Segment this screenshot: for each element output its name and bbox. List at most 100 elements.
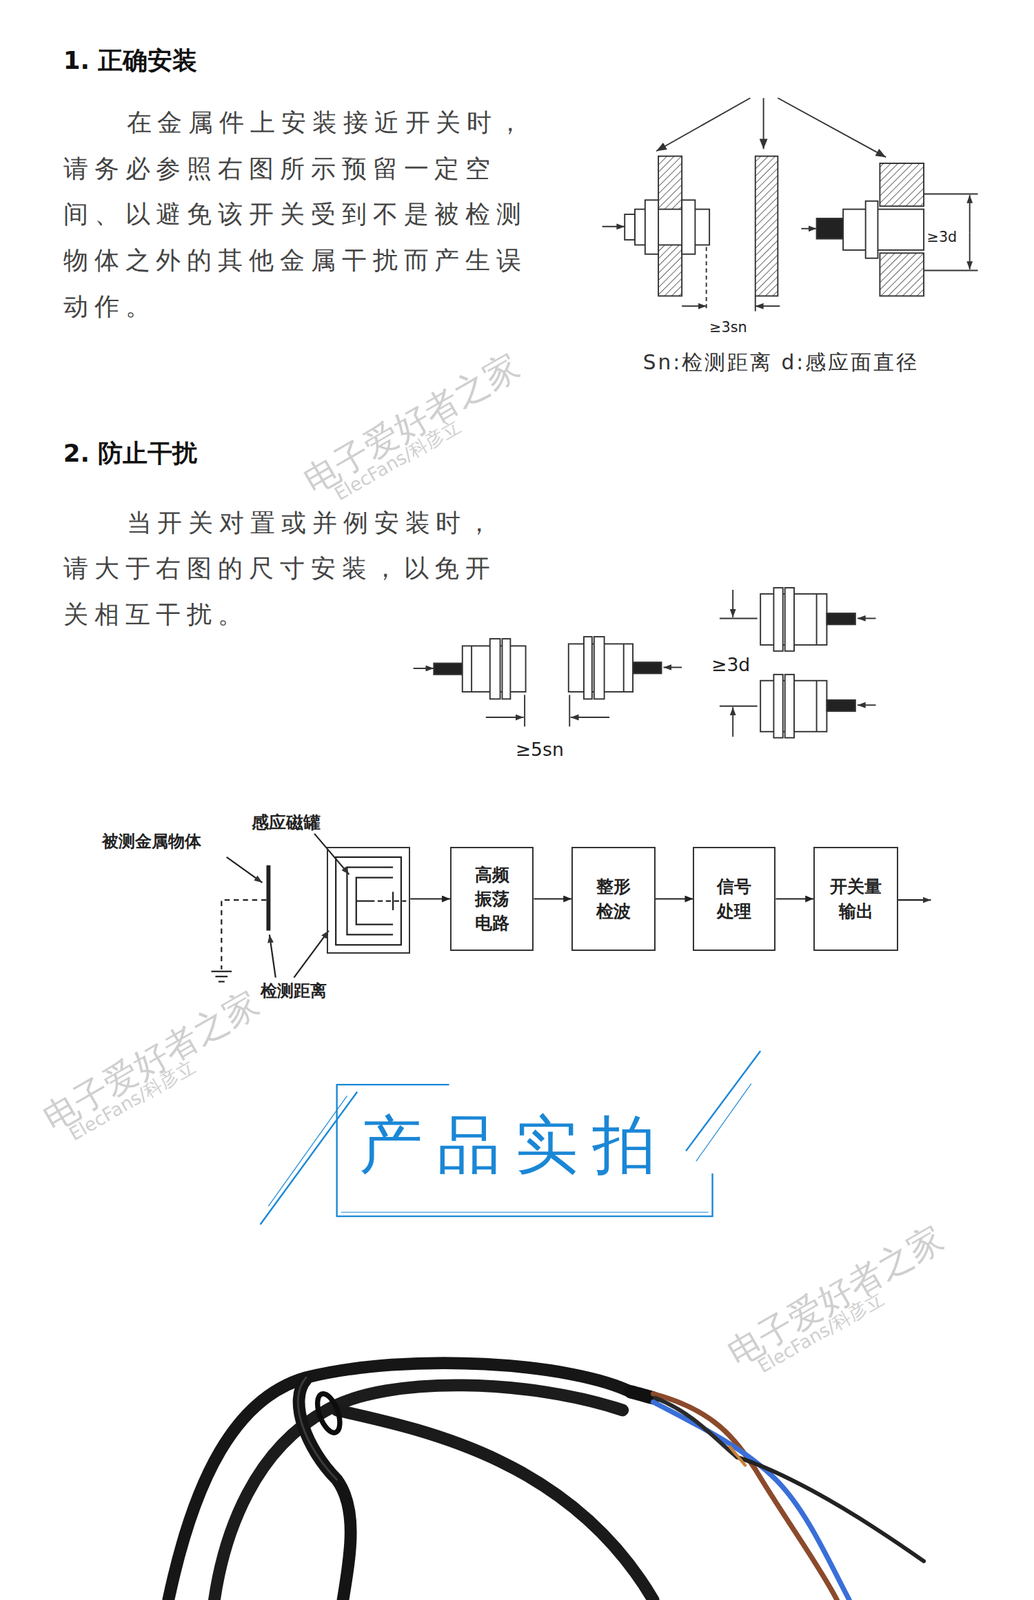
illustration-polyline <box>337 1085 713 1217</box>
box-text: 高频振荡电路 <box>473 863 511 937</box>
illustration-rect <box>826 700 855 712</box>
illustration-line <box>623 643 625 693</box>
flow-arrow <box>775 898 814 901</box>
dimension-label: ≥5sn <box>515 738 564 762</box>
illustration-line <box>681 305 707 307</box>
illustration-line <box>523 694 526 727</box>
illustration-line <box>356 900 370 902</box>
dimension-label: ≥3sn <box>709 319 747 337</box>
illustration-rect <box>583 636 593 699</box>
illustration-rect <box>490 639 501 699</box>
illustration-line <box>857 617 877 620</box>
illustration-path <box>653 1402 850 1600</box>
illustration-line <box>923 270 978 272</box>
box-text: 整形检波 <box>594 874 632 924</box>
illustration-line <box>568 694 571 727</box>
illustration-rect <box>624 214 635 240</box>
illustration-line <box>211 971 233 973</box>
illustration-rect <box>816 218 844 240</box>
illustration-ellipse <box>312 1391 344 1437</box>
install-figure <box>602 97 979 311</box>
illustration-line <box>816 681 818 733</box>
section-heading: 2. 防止干扰 <box>63 439 198 469</box>
illustration-rect <box>879 252 924 296</box>
illustration-rect <box>879 163 924 207</box>
spacing-figure <box>413 588 877 739</box>
illustration-rect <box>843 209 924 251</box>
illustration-path <box>630 1392 654 1399</box>
illustration-line <box>268 1096 347 1207</box>
flow-arrow <box>410 898 451 901</box>
illustration-line <box>215 976 228 978</box>
illustration-line <box>602 226 626 228</box>
box-text: 信号处理 <box>716 874 753 924</box>
process-box: 开关量输出 <box>813 847 899 952</box>
callout-label: 被测金属物体 <box>102 832 202 852</box>
box-text: 开关量输出 <box>829 874 884 924</box>
illustration-rect <box>632 662 662 674</box>
illustration-line <box>685 1051 761 1152</box>
process-box: 整形检波 <box>571 847 655 952</box>
illustration-line <box>470 645 473 693</box>
illustration-polyline <box>221 900 267 970</box>
legend-caption: Sn:检测距离 d:感应面直径 <box>643 350 919 376</box>
illustration-rect <box>826 613 855 625</box>
body-paragraph: 在金属件上安装接近开关时，请务必参照右图所示预留一定空间、以避免该开关受到不是被… <box>63 99 544 330</box>
illustration-rect <box>433 663 462 675</box>
illustration-path <box>736 1457 924 1563</box>
illustration-line <box>218 980 225 983</box>
illustration-line <box>413 667 435 670</box>
illustration-path <box>653 1394 838 1600</box>
illustration-line <box>269 934 276 978</box>
illustration-rect <box>681 199 695 254</box>
illustration-line <box>816 594 818 646</box>
illustration-line <box>266 865 271 932</box>
banner-title: 产品实拍 <box>359 1107 671 1184</box>
illustration-line <box>923 193 978 195</box>
illustration-rect <box>773 674 783 739</box>
illustration-line <box>314 834 349 875</box>
illustration-line <box>663 667 682 669</box>
illustration-line <box>719 705 758 708</box>
watermark: 电子爱好者之家 <box>720 1218 950 1375</box>
watermark: 电子爱好者之家 <box>36 983 267 1141</box>
illustration-line <box>392 891 394 911</box>
illustration-line <box>341 1212 709 1214</box>
cable-photo <box>168 1363 924 1600</box>
illustration-line <box>570 716 610 719</box>
illustration-rect <box>865 201 879 259</box>
illustration-line <box>226 857 263 884</box>
illustration-line <box>857 704 877 706</box>
illustration-line <box>777 97 886 158</box>
sensing-figure <box>211 834 932 983</box>
illustration-line <box>260 1091 358 1225</box>
flow-arrow <box>533 898 572 901</box>
illustration-line <box>969 232 971 270</box>
flow-arrow <box>655 898 694 901</box>
illustration-rect <box>755 156 779 297</box>
dimension-label: ≥3d <box>711 654 750 677</box>
illustration-line <box>801 228 817 230</box>
illustration-line <box>969 195 971 233</box>
callout-label: 检测距离 <box>260 981 327 1001</box>
illustration-path <box>655 1398 737 1458</box>
illustration-line <box>485 716 524 719</box>
illustration-rect <box>785 674 795 739</box>
illustration-line <box>732 590 734 618</box>
watermark: 电子爱好者之家 <box>296 345 526 502</box>
illustration-rect <box>594 636 605 699</box>
process-box: 信号处理 <box>692 847 776 952</box>
illustration-line <box>898 899 931 901</box>
illustration-line <box>754 296 757 312</box>
dimension-label: ≥3d <box>927 228 958 247</box>
illustration-rect <box>645 199 659 254</box>
illustration-line <box>656 97 750 151</box>
illustration-path <box>337 1410 654 1600</box>
illustration-path <box>730 1447 746 1467</box>
process-box: 感应磁罐 <box>326 847 411 955</box>
illustration-line <box>293 931 329 979</box>
illustration-path <box>297 1377 337 1480</box>
